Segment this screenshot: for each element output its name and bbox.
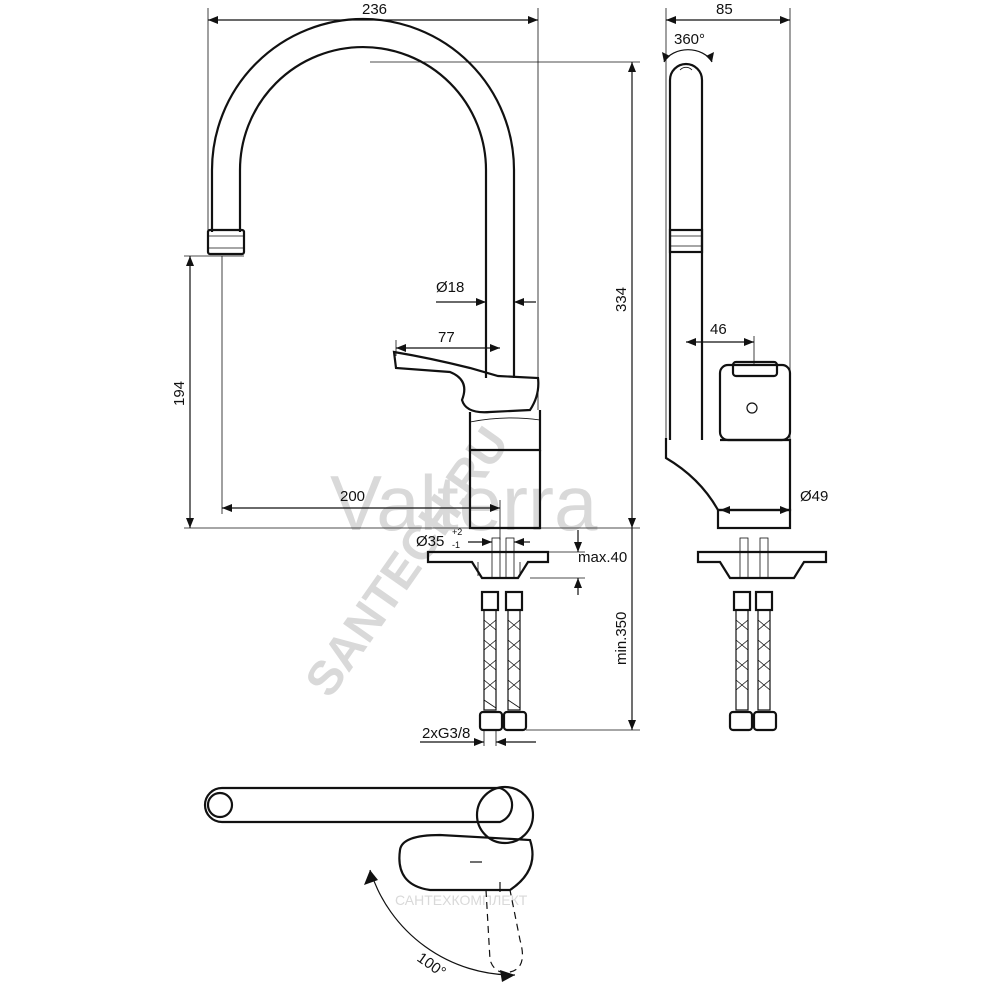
watermark-sub: САНТЕХКОМПЛЕКТ: [395, 892, 528, 908]
handle-swing-outline: [485, 889, 523, 974]
body-lower: [468, 450, 542, 530]
dim-connection: 2xG3/8: [422, 725, 470, 742]
dim-overall-width: 236: [362, 1, 387, 18]
top-spout: [203, 786, 514, 824]
dim-swing-angle: 100°: [414, 949, 449, 981]
dim-body-diameter: Ø49: [800, 488, 828, 505]
dim-side-offset: 46: [710, 321, 727, 338]
top-view: [203, 785, 535, 982]
watermark-brand: Valterra: [330, 459, 598, 547]
dim-side-width: 85: [716, 1, 733, 18]
dim-spout-reach: 200: [340, 488, 365, 505]
body-upper: [468, 410, 542, 452]
side-nut-right: [754, 590, 774, 612]
connector-left: [478, 710, 504, 732]
dim-hose-length: min.350: [613, 612, 630, 665]
side-base: [664, 438, 792, 512]
dim-total-height: 334: [613, 287, 630, 312]
dim-handle-length: 77: [438, 329, 455, 346]
dim-hole-tol-plus: +2: [452, 527, 462, 537]
dim-spout-height: 194: [171, 381, 188, 406]
nut-right: [504, 590, 524, 612]
top-body: [475, 785, 535, 845]
side-view: [664, 62, 828, 732]
dim-hole-diameter: Ø35: [416, 533, 444, 550]
mount-plate: [426, 550, 550, 580]
dim-hole-tol-minus: -1: [452, 540, 460, 550]
dimension-lines: [184, 8, 791, 746]
spout-outer: [210, 17, 516, 302]
aerator: [206, 228, 246, 256]
side-mount-plate: [696, 550, 828, 580]
side-indicator: [746, 402, 758, 414]
side-cap: [731, 360, 779, 378]
side-nut-left: [732, 590, 752, 612]
top-handle: [398, 833, 534, 892]
dim-pipe-diameter: Ø18: [436, 279, 464, 296]
dim-max-thickness: max.40: [578, 549, 627, 566]
front-view: [206, 17, 550, 732]
lever-handle: [392, 350, 540, 414]
side-aerator: [668, 228, 704, 254]
dim-rotation: 360°: [674, 31, 705, 48]
swing-arc: [369, 869, 516, 976]
spout-inner: [238, 45, 488, 302]
connector-right: [502, 710, 528, 732]
nut-left: [480, 590, 500, 612]
side-spout: [668, 62, 704, 440]
